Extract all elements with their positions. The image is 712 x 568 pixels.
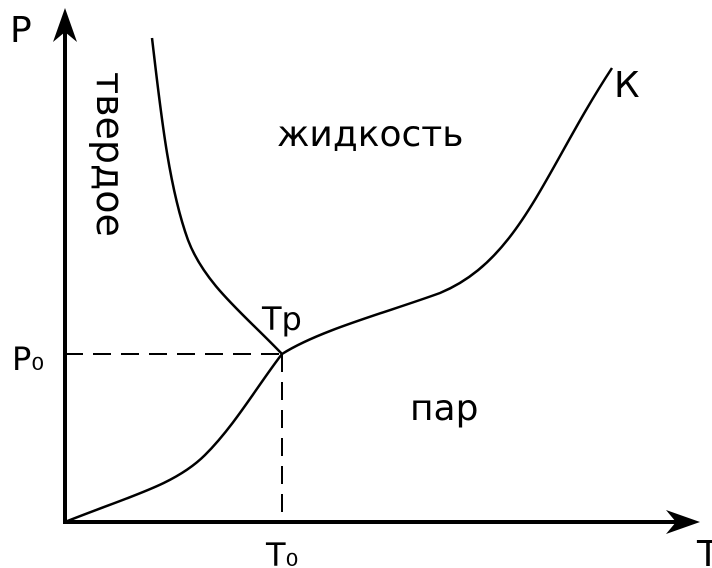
triple-point-label: Tр: [261, 300, 302, 338]
pressure-axis-label: P: [10, 10, 32, 51]
p0-tick-label: P₀: [12, 340, 44, 378]
vaporization-curve: [281, 67, 614, 356]
t0-tick-label: T₀: [265, 536, 298, 568]
temperature-axis-arrow: [666, 510, 700, 534]
solid-region-label: твердое: [88, 72, 132, 237]
pressure-axis-arrow: [53, 8, 77, 42]
critical-point-label: К: [614, 65, 640, 106]
liquid-region-label: жидкость: [277, 114, 463, 155]
temperature-axis-label: T: [696, 534, 712, 568]
melting-curve: [150, 37, 283, 355]
sublimation-curve: [64, 353, 283, 524]
vapor-region-label: пар: [410, 388, 478, 429]
